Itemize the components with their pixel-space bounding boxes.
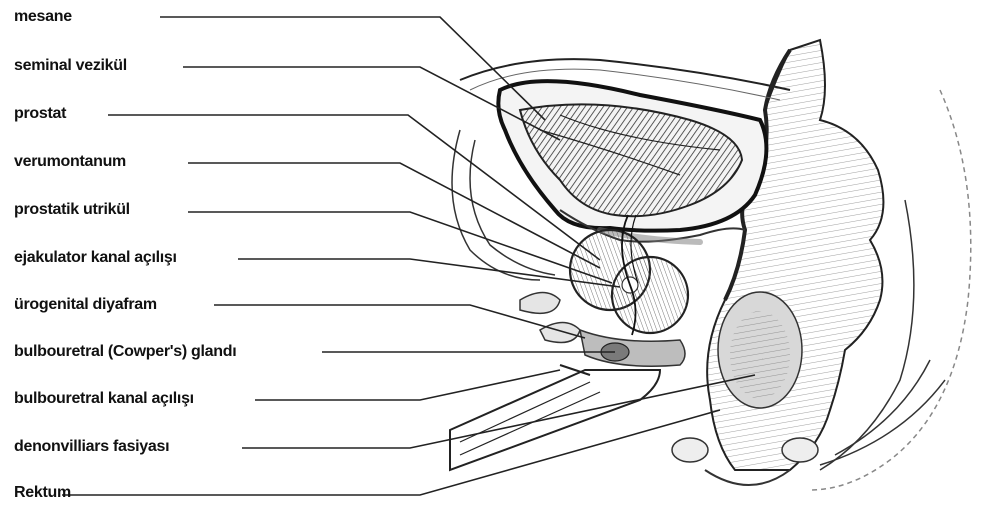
label-verumontanum: verumontanum [14,153,126,171]
label-denonvilliars: denonvilliars fasiyası [14,438,169,456]
label-bulbouretral-kanal: bulbouretral kanal açılışı [14,390,194,408]
label-rektum: Rektum [14,484,71,502]
leader-line [160,17,545,120]
leader-line [188,212,612,283]
label-ejakulator-kanal: ejakulator kanal açılışı [14,249,177,267]
label-prostatik-utrikul: prostatik utrikül [14,201,130,219]
label-seminal-vezikul: seminal vezikül [14,57,127,75]
label-prostat: prostat [14,105,66,123]
prostate-lower [612,257,688,333]
label-urogenital-diyafram: ürogenital diyafram [14,296,157,314]
label-bulbouretral-glandi: bulbouretral (Cowper's) glandı [14,343,236,361]
rectum-shape [707,40,883,470]
urethra-tube [450,370,660,470]
label-mesane: mesane [14,8,72,26]
leader-line [238,259,620,287]
leader-line [255,370,560,400]
